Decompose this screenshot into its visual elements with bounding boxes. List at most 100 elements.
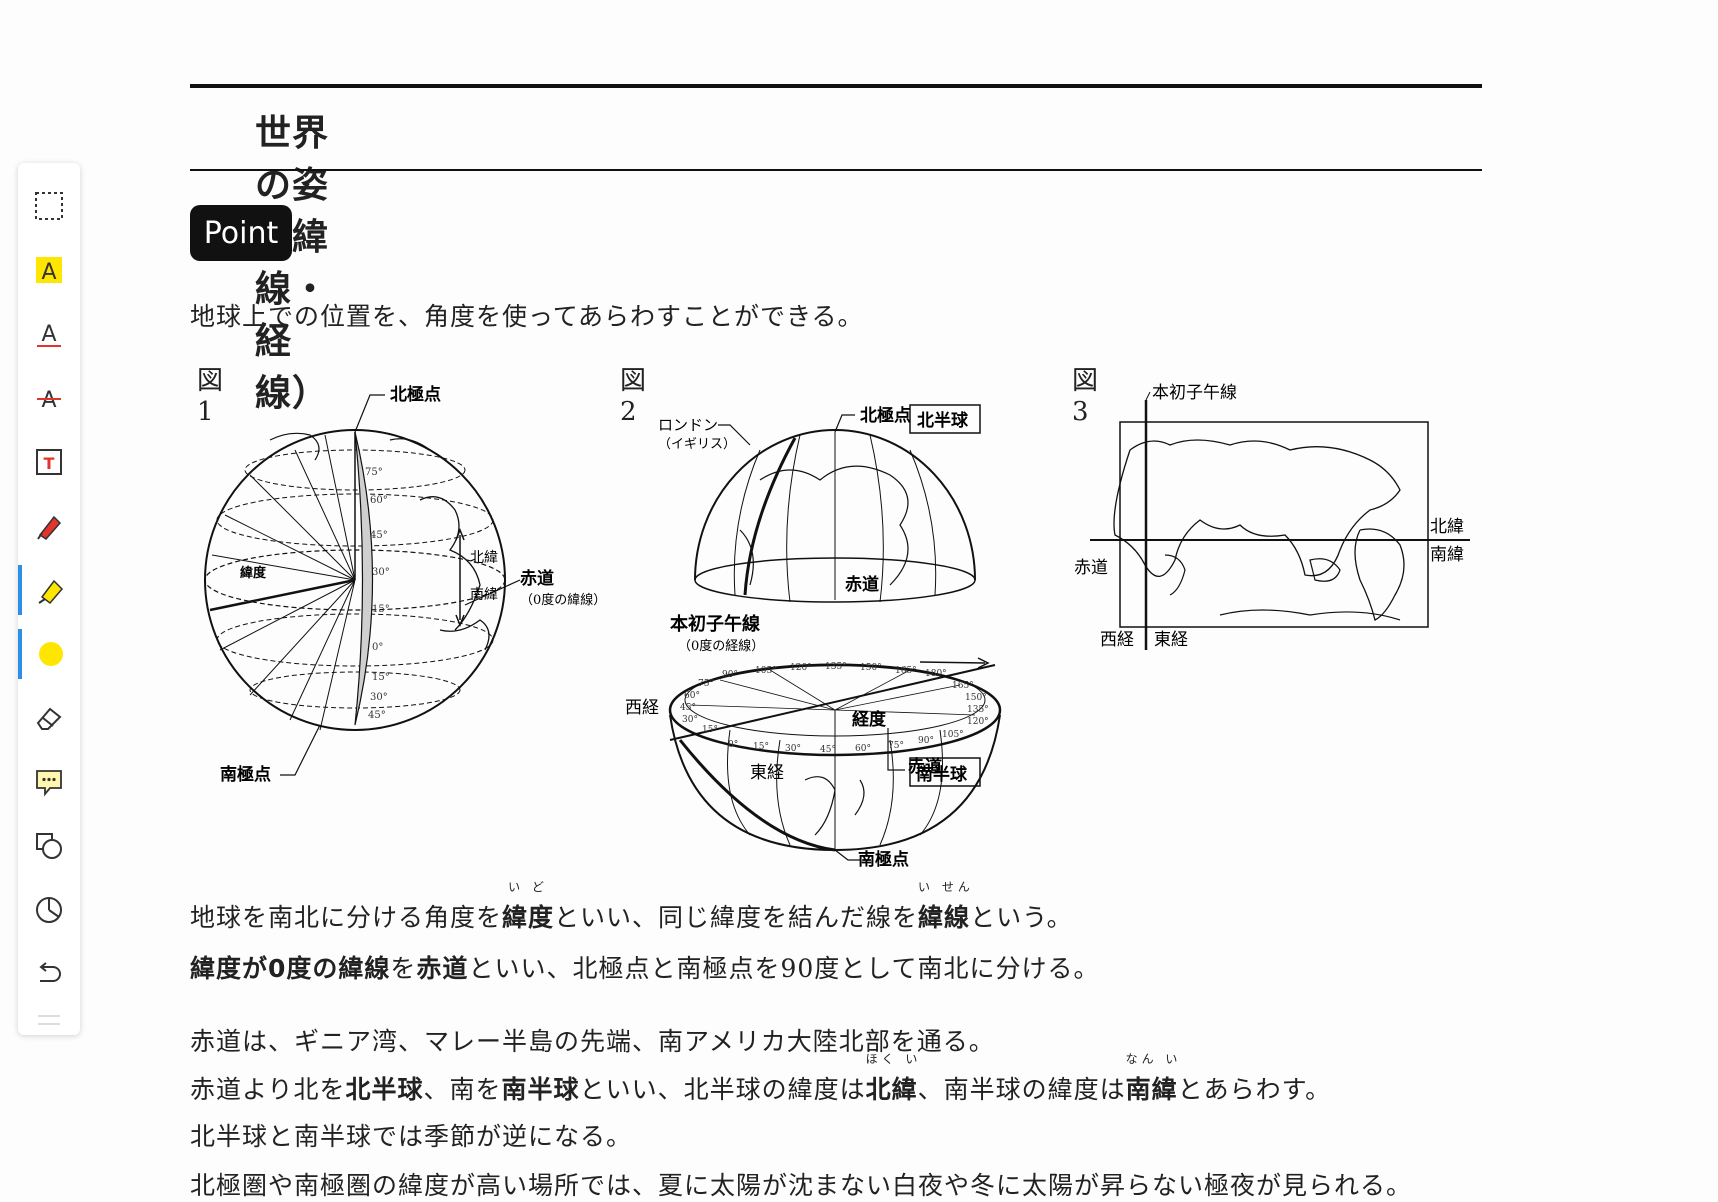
comment-icon [36,770,62,797]
fig3-south-lat: 南緯 [1430,545,1464,565]
fig2-equator-upper: 赤道 [845,574,879,595]
fig2-deg-bot-45: 45° [820,745,836,755]
select-rect-icon [35,192,63,220]
text-highlight-tool[interactable]: A [18,245,80,295]
para-equator-definition: 緯度が0度の緯線を赤道といい、北極点と南極点を90度として南北に分ける。 [190,954,1100,983]
fig1-deg-45: 45° [370,530,388,541]
fig2-london-note: （イギリス） [658,437,736,452]
fig1-label: 図1 [197,366,224,427]
title-bottom-rule [190,169,1482,171]
pen-icon [37,515,62,540]
fig2-deg-top-120: 120° [790,663,812,673]
para-polar-day-night: 北極圏や南極圏の緯度が高い場所では、夏に太陽が沈まない白夜や冬に太陽が昇らない極… [190,1171,1413,1200]
fig1-deg-30: 30° [372,567,390,578]
svg-text:A: A [41,388,56,413]
highlighter-icon [38,579,64,605]
term-equator: 赤道 [416,954,469,983]
eraser-tool[interactable] [18,693,80,743]
pen-tool[interactable] [18,501,80,551]
eraser-icon [36,707,62,730]
fig1-deg-s45: 45° [368,710,386,721]
pie-tool[interactable] [18,885,80,935]
undo-tool[interactable] [18,949,80,999]
fig2-north-pole: 北極点 [860,405,911,426]
fig2-longitude: 経度 [852,709,887,730]
intro-text: 地球上での位置を、角度を使ってあらわすことができる。 [190,302,864,331]
fig2-southern-hemisphere: 南半球 [916,764,968,785]
term-latitude: い ど緯度 [502,880,555,932]
select-rect-tool[interactable] [18,181,80,231]
fig2-northern-hemisphere: 北半球 [917,410,969,431]
color-picker[interactable] [18,629,80,679]
fig2-deg-right-135: 135° [967,705,989,715]
fig2-deg-top-135: 135° [825,662,847,672]
term-northern-hemisphere: 北半球 [345,1075,424,1104]
fig2-deg-bot-0: 0° [728,740,738,750]
fig2-deg-right-120: 120° [967,717,989,727]
fig2-hemisphere-diagram: 北極点 ロンドン （イギリス） 北半球 赤道 本初子午線 （0度の経線） 西経 … [625,404,1002,870]
fig3-world-map: 本初子午線 北緯 南緯 赤道 西経 東経 [1074,383,1470,650]
fig3-north-lat: 北緯 [1430,517,1464,537]
shapes-icon [36,833,62,859]
point-badge: Point [190,205,292,261]
fig2-deg-left-75: 75° [698,679,714,689]
text-underline-tool[interactable]: A [18,309,80,359]
fig2-deg-top-165: 165° [895,666,917,676]
fig2-deg-bot-90: 90° [918,736,934,746]
fig1-equator: 赤道 [520,568,554,589]
text-box-tool[interactable]: T [18,437,80,487]
highlighter-tool[interactable] [18,565,80,615]
color-dot-icon [39,642,63,666]
title-top-rule [190,84,1482,88]
fig2-deg-left-45: 45° [680,703,696,713]
fig2-west-long: 西経 [625,698,659,718]
fig2-deg-left-60: 60° [684,691,700,701]
undo-icon [39,962,61,982]
svg-text:A: A [41,322,56,347]
fig2-deg-right-150: 150° [965,693,987,703]
fig2-deg-bot-105: 105° [942,730,964,740]
fig2-deg-bot-30: 30° [785,744,801,754]
fig3-equator: 赤道 [1074,558,1108,578]
fig1-deg-0: 0° [372,642,383,653]
fig2-east-long: 東経 [750,763,784,783]
annotation-toolbar: A A A T [18,163,80,1035]
fig1-south-pole: 南極点 [220,764,271,785]
term-south-latitude: なん い南緯 [1125,1052,1182,1104]
fig2-deg-top-180: 180° [925,669,947,679]
fig2-prime-meridian-note: （0度の経線） [678,638,764,654]
comment-tool[interactable] [18,757,80,807]
fig2-deg-top-90: 90° [722,670,738,680]
shapes-tool[interactable] [18,821,80,871]
text-strike-tool[interactable]: A [18,373,80,423]
svg-text:A: A [41,260,56,285]
fig2-prime-meridian: 本初子午線 [670,613,760,635]
fig2-london: ロンドン [658,416,718,434]
fig1-deg-60: 60° [370,495,388,506]
text-strike-icon: A [37,388,61,413]
fig2-deg-bot-15: 15° [753,742,769,752]
page-title: 世界の姿（緯線・経線） [255,113,330,414]
para-latitude-definition: 地球を南北に分ける角度をい ど緯度といい、同じ緯度を結んだ線をい せん緯線という… [190,880,1073,932]
fig1-north-lat: 北緯 [470,550,498,566]
term-north-latitude: ほく い北緯 [865,1052,922,1104]
fig1-deg-s15: 15° [372,672,390,683]
fig3-east-long: 東経 [1154,630,1188,650]
term-southern-hemisphere: 南半球 [501,1075,580,1104]
fig2-deg-top-150: 150° [860,663,882,673]
fig1-deg-75: 75° [365,467,383,478]
fig2-deg-top-105: 105° [755,666,777,676]
para-seasons: 北半球と南半球では季節が逆になる。 [190,1122,633,1151]
fig3-prime-meridian: 本初子午線 [1152,383,1237,403]
fig3-label: 図3 [1072,366,1099,427]
fig2-equator-lower: 赤道 [908,756,942,777]
fig2-deg-left-30: 30° [682,715,698,725]
fig2-deg-right-165: 165° [952,681,974,691]
fig2-deg-bot-75: 75° [888,741,904,751]
toolbar-grip[interactable] [38,1015,60,1025]
fig1-deg-s30: 30° [370,692,388,703]
fig1-latitude-label: 緯度 [240,565,267,581]
para-hemispheres: 赤道より北を北半球、南を南半球といい、北半球の緯度はほく い北緯、南半球の緯度は… [190,1052,1332,1104]
fig2-south-pole: 南極点 [858,849,909,870]
fig2-deg-left-15: 15° [702,725,718,735]
